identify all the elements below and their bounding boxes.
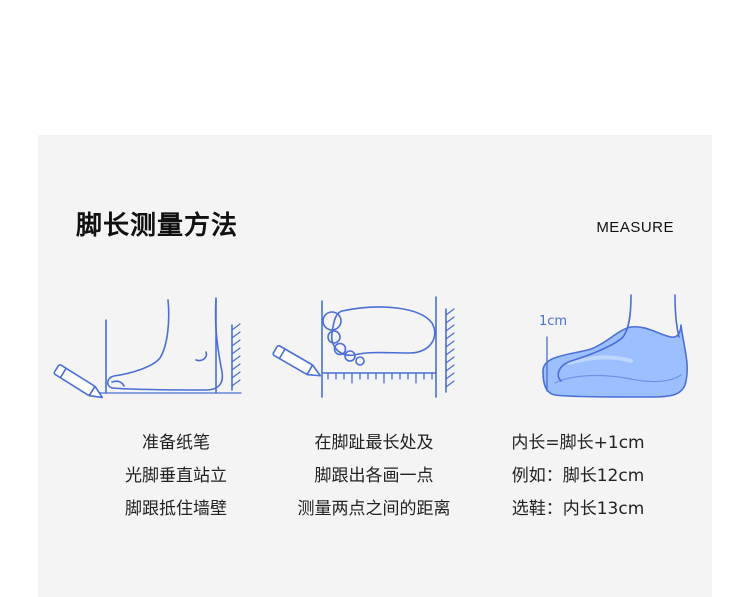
caption-line: 在脚趾最长处及	[314, 433, 434, 453]
caption-line: 测量两点之间的距离	[297, 499, 451, 519]
gap-label: 1cm	[539, 314, 567, 329]
caption-line: 脚跟出各画一点	[314, 466, 434, 486]
measure-tag: MEASURE	[596, 219, 674, 236]
caption-line: 内长=脚长+1cm	[511, 433, 645, 453]
caption-line: 选鞋：内长13cm	[511, 499, 645, 519]
content-panel: 脚长测量方法 MEASURE	[38, 135, 712, 597]
caption-line: 脚跟抵住墙壁	[125, 499, 227, 519]
illustration-shoe-fit: 1cm	[531, 294, 706, 410]
illustration-foot-against-wall	[53, 290, 256, 405]
caption-line: 光脚垂直站立	[125, 466, 227, 486]
caption-line: 例如：脚长12cm	[511, 466, 645, 486]
page-title: 脚长测量方法	[76, 211, 239, 241]
caption-line: 准备纸笔	[142, 433, 210, 453]
step-caption-mark: 在脚趾最长处及 脚跟出各画一点 测量两点之间的距离	[264, 427, 484, 526]
step-caption-prepare: 准备纸笔 光脚垂直站立 脚跟抵住墙壁	[66, 427, 286, 526]
step-caption-fit: 内长=脚长+1cm 例如：脚长12cm 选鞋：内长13cm	[468, 427, 688, 526]
illustration-footprint-ruler	[270, 296, 470, 407]
